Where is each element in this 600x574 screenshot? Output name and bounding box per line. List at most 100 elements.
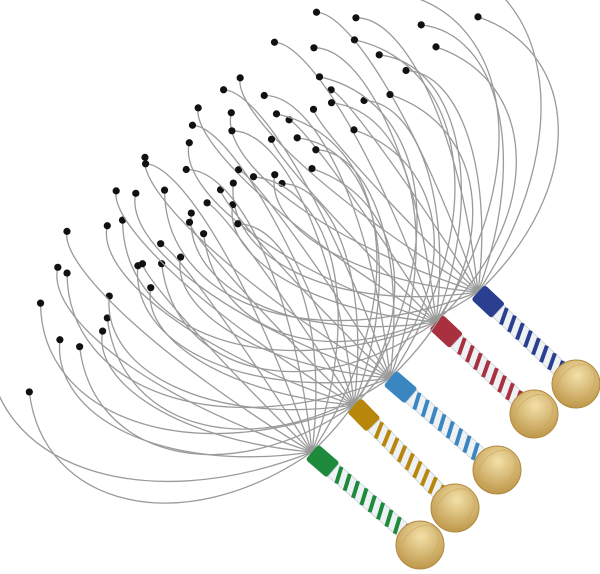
- wire: [223, 89, 391, 379]
- wire: [229, 112, 479, 293]
- bead: [350, 36, 359, 44]
- bead: [25, 388, 33, 396]
- bead: [474, 13, 482, 21]
- wire: [39, 303, 355, 435]
- handle: [472, 285, 600, 409]
- grip-stripe: [351, 480, 361, 499]
- bead: [138, 260, 147, 268]
- wire: [379, 54, 462, 323]
- grip-stripe: [539, 345, 549, 363]
- grip-stripe: [420, 399, 430, 418]
- grip-stripe: [454, 428, 464, 446]
- bead: [63, 269, 71, 277]
- wooden-ball: [395, 520, 445, 570]
- grip-stripe: [462, 435, 472, 454]
- bead: [271, 171, 279, 179]
- grip-stripe: [429, 406, 439, 425]
- bead: [312, 8, 321, 16]
- bead: [229, 179, 237, 187]
- bead: [132, 189, 140, 197]
- bead: [103, 222, 111, 230]
- wire: [105, 225, 355, 406]
- massager-blue: [63, 36, 522, 495]
- wire: [231, 130, 355, 406]
- handle: [430, 315, 559, 439]
- grip-stripe: [396, 445, 408, 463]
- bead: [310, 44, 318, 52]
- wire: [134, 193, 391, 379]
- wire: [231, 204, 437, 323]
- wire: [330, 89, 479, 293]
- wire: [188, 222, 355, 406]
- wood-grain: [514, 394, 554, 434]
- wood-grain: [556, 364, 596, 404]
- grip-stripe: [389, 437, 400, 455]
- wire: [435, 46, 517, 323]
- bead: [235, 166, 243, 174]
- bead: [375, 51, 383, 59]
- bead: [308, 164, 316, 173]
- wire: [0, 395, 313, 482]
- grip-stripe: [392, 516, 402, 535]
- grip-stripe: [404, 452, 415, 471]
- wires: [36, 73, 435, 456]
- bead: [103, 314, 111, 322]
- wire: [419, 0, 500, 323]
- wire: [136, 265, 391, 384]
- grip-stripe: [481, 359, 491, 378]
- wire: [186, 168, 313, 453]
- wire: [58, 339, 313, 458]
- grip-stripe: [359, 487, 369, 506]
- grip-stripe: [547, 352, 557, 371]
- bead: [236, 74, 244, 82]
- wire: [316, 11, 479, 293]
- bead: [188, 121, 197, 129]
- grip-stripe: [497, 375, 507, 393]
- bead: [260, 91, 268, 100]
- bead: [182, 165, 190, 174]
- wire: [353, 129, 435, 406]
- massager-navy: [160, 0, 600, 409]
- wire: [270, 139, 437, 323]
- wires: [0, 110, 396, 504]
- wire: [311, 167, 396, 453]
- bead: [187, 209, 195, 217]
- bead: [99, 327, 107, 335]
- grip-stripe: [419, 468, 431, 487]
- wire: [101, 330, 313, 453]
- wire: [219, 189, 391, 379]
- bead: [76, 343, 84, 351]
- wire: [239, 77, 479, 293]
- wire: [264, 94, 391, 379]
- wire: [389, 93, 474, 379]
- bead: [54, 263, 62, 271]
- wood-grain: [400, 524, 440, 566]
- grip-stripe: [367, 494, 377, 513]
- bead: [402, 66, 410, 75]
- wire: [312, 109, 479, 293]
- bead: [249, 173, 258, 181]
- bead: [158, 260, 166, 268]
- wire: [477, 16, 559, 293]
- grip-stripe: [505, 382, 515, 401]
- massager-green: [0, 110, 445, 570]
- wire: [206, 202, 355, 406]
- bead: [315, 73, 324, 81]
- grip-stripe: [437, 413, 447, 432]
- wire: [160, 243, 313, 453]
- bead: [227, 109, 235, 117]
- bead: [432, 43, 440, 51]
- bead: [177, 253, 185, 261]
- bead: [63, 227, 71, 235]
- grip-stripe: [427, 476, 438, 495]
- wooden-ball: [472, 445, 522, 495]
- bead: [203, 199, 211, 207]
- grip-stripe: [489, 367, 499, 386]
- wood-grain: [477, 449, 517, 491]
- bead: [219, 86, 228, 94]
- grip-stripe: [342, 473, 352, 492]
- color-band: [348, 399, 380, 431]
- wire: [145, 163, 313, 453]
- wire: [121, 220, 437, 352]
- bead: [228, 127, 236, 135]
